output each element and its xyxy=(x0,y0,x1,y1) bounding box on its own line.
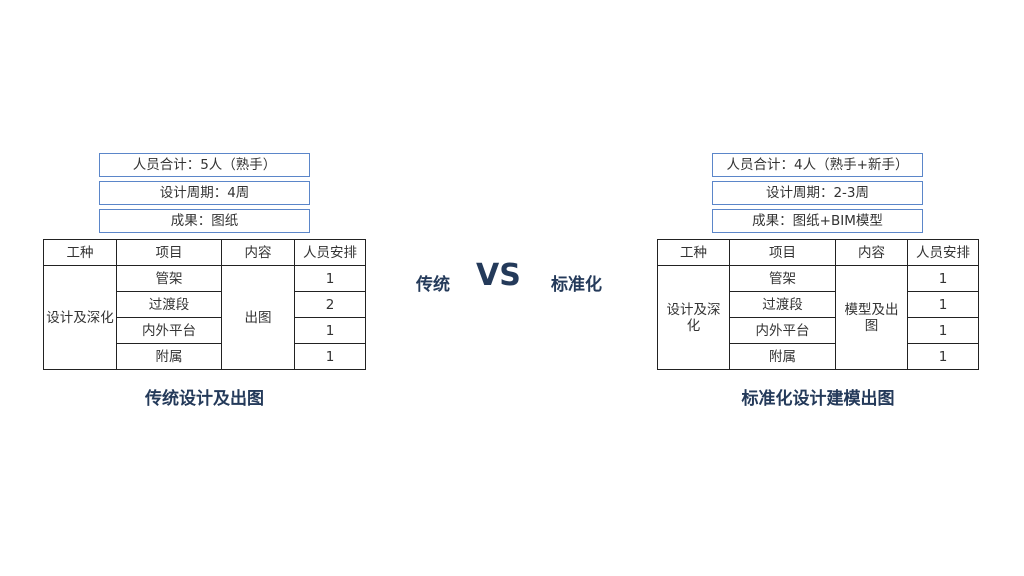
staff-cell: 1 xyxy=(907,317,979,344)
item-cell: 过渡段 xyxy=(116,291,222,318)
header-cell: 人员安排 xyxy=(294,239,366,266)
table-row: 附属 1 xyxy=(658,343,979,370)
deliverable-box: 成果：图纸 xyxy=(99,209,310,233)
item-cell: 过渡段 xyxy=(729,291,836,318)
table-row: 过渡段 1 xyxy=(658,291,979,318)
table-row: 内外平台 1 xyxy=(658,317,979,344)
header-cell: 人员安排 xyxy=(907,239,979,266)
deliverable-box: 成果：图纸+BIM模型 xyxy=(712,209,923,233)
category-cell: 设计及深化 xyxy=(43,265,117,370)
table-row: 附属 1 xyxy=(44,343,366,370)
staff-cell: 1 xyxy=(907,265,979,292)
staff-cell: 1 xyxy=(907,343,979,370)
table-header-row: 工种 项目 内容 人员安排 xyxy=(43,239,366,266)
table-header-row: 工种 项目 内容 人员安排 xyxy=(657,239,979,266)
right-caption: 标准化设计建模出图 xyxy=(741,389,895,409)
left-caption: 传统设计及出图 xyxy=(145,389,264,409)
staff-cell: 1 xyxy=(907,291,979,318)
staff-cell: 2 xyxy=(294,291,366,318)
vs-label: VS xyxy=(476,258,521,293)
item-cell: 内外平台 xyxy=(729,317,836,344)
design-cycle-box: 设计周期：2-3周 xyxy=(712,181,923,205)
item-cell: 管架 xyxy=(116,265,222,292)
header-cell: 项目 xyxy=(729,239,836,266)
table-row: 过渡段 2 xyxy=(44,291,366,318)
category-cell: 设计及深化 xyxy=(657,265,730,370)
header-cell: 内容 xyxy=(221,239,295,266)
header-cell: 项目 xyxy=(116,239,222,266)
header-cell: 工种 xyxy=(657,239,730,266)
staff-total-box: 人员合计：4人（熟手+新手） xyxy=(712,153,923,177)
staff-total-box: 人员合计：5人（熟手） xyxy=(99,153,310,177)
staff-cell: 1 xyxy=(294,343,366,370)
content-cell: 模型及出图 xyxy=(835,265,908,370)
staff-cell: 1 xyxy=(294,317,366,344)
traditional-label: 传统 xyxy=(416,275,450,295)
item-cell: 附属 xyxy=(729,343,836,370)
design-cycle-box: 设计周期：4周 xyxy=(99,181,310,205)
standardized-label: 标准化 xyxy=(551,275,602,295)
table-row: 内外平台 1 xyxy=(44,317,366,344)
staff-cell: 1 xyxy=(294,265,366,292)
content-cell: 出图 xyxy=(221,265,295,370)
header-cell: 工种 xyxy=(43,239,117,266)
item-cell: 附属 xyxy=(116,343,222,370)
header-cell: 内容 xyxy=(835,239,908,266)
item-cell: 管架 xyxy=(729,265,836,292)
item-cell: 内外平台 xyxy=(116,317,222,344)
